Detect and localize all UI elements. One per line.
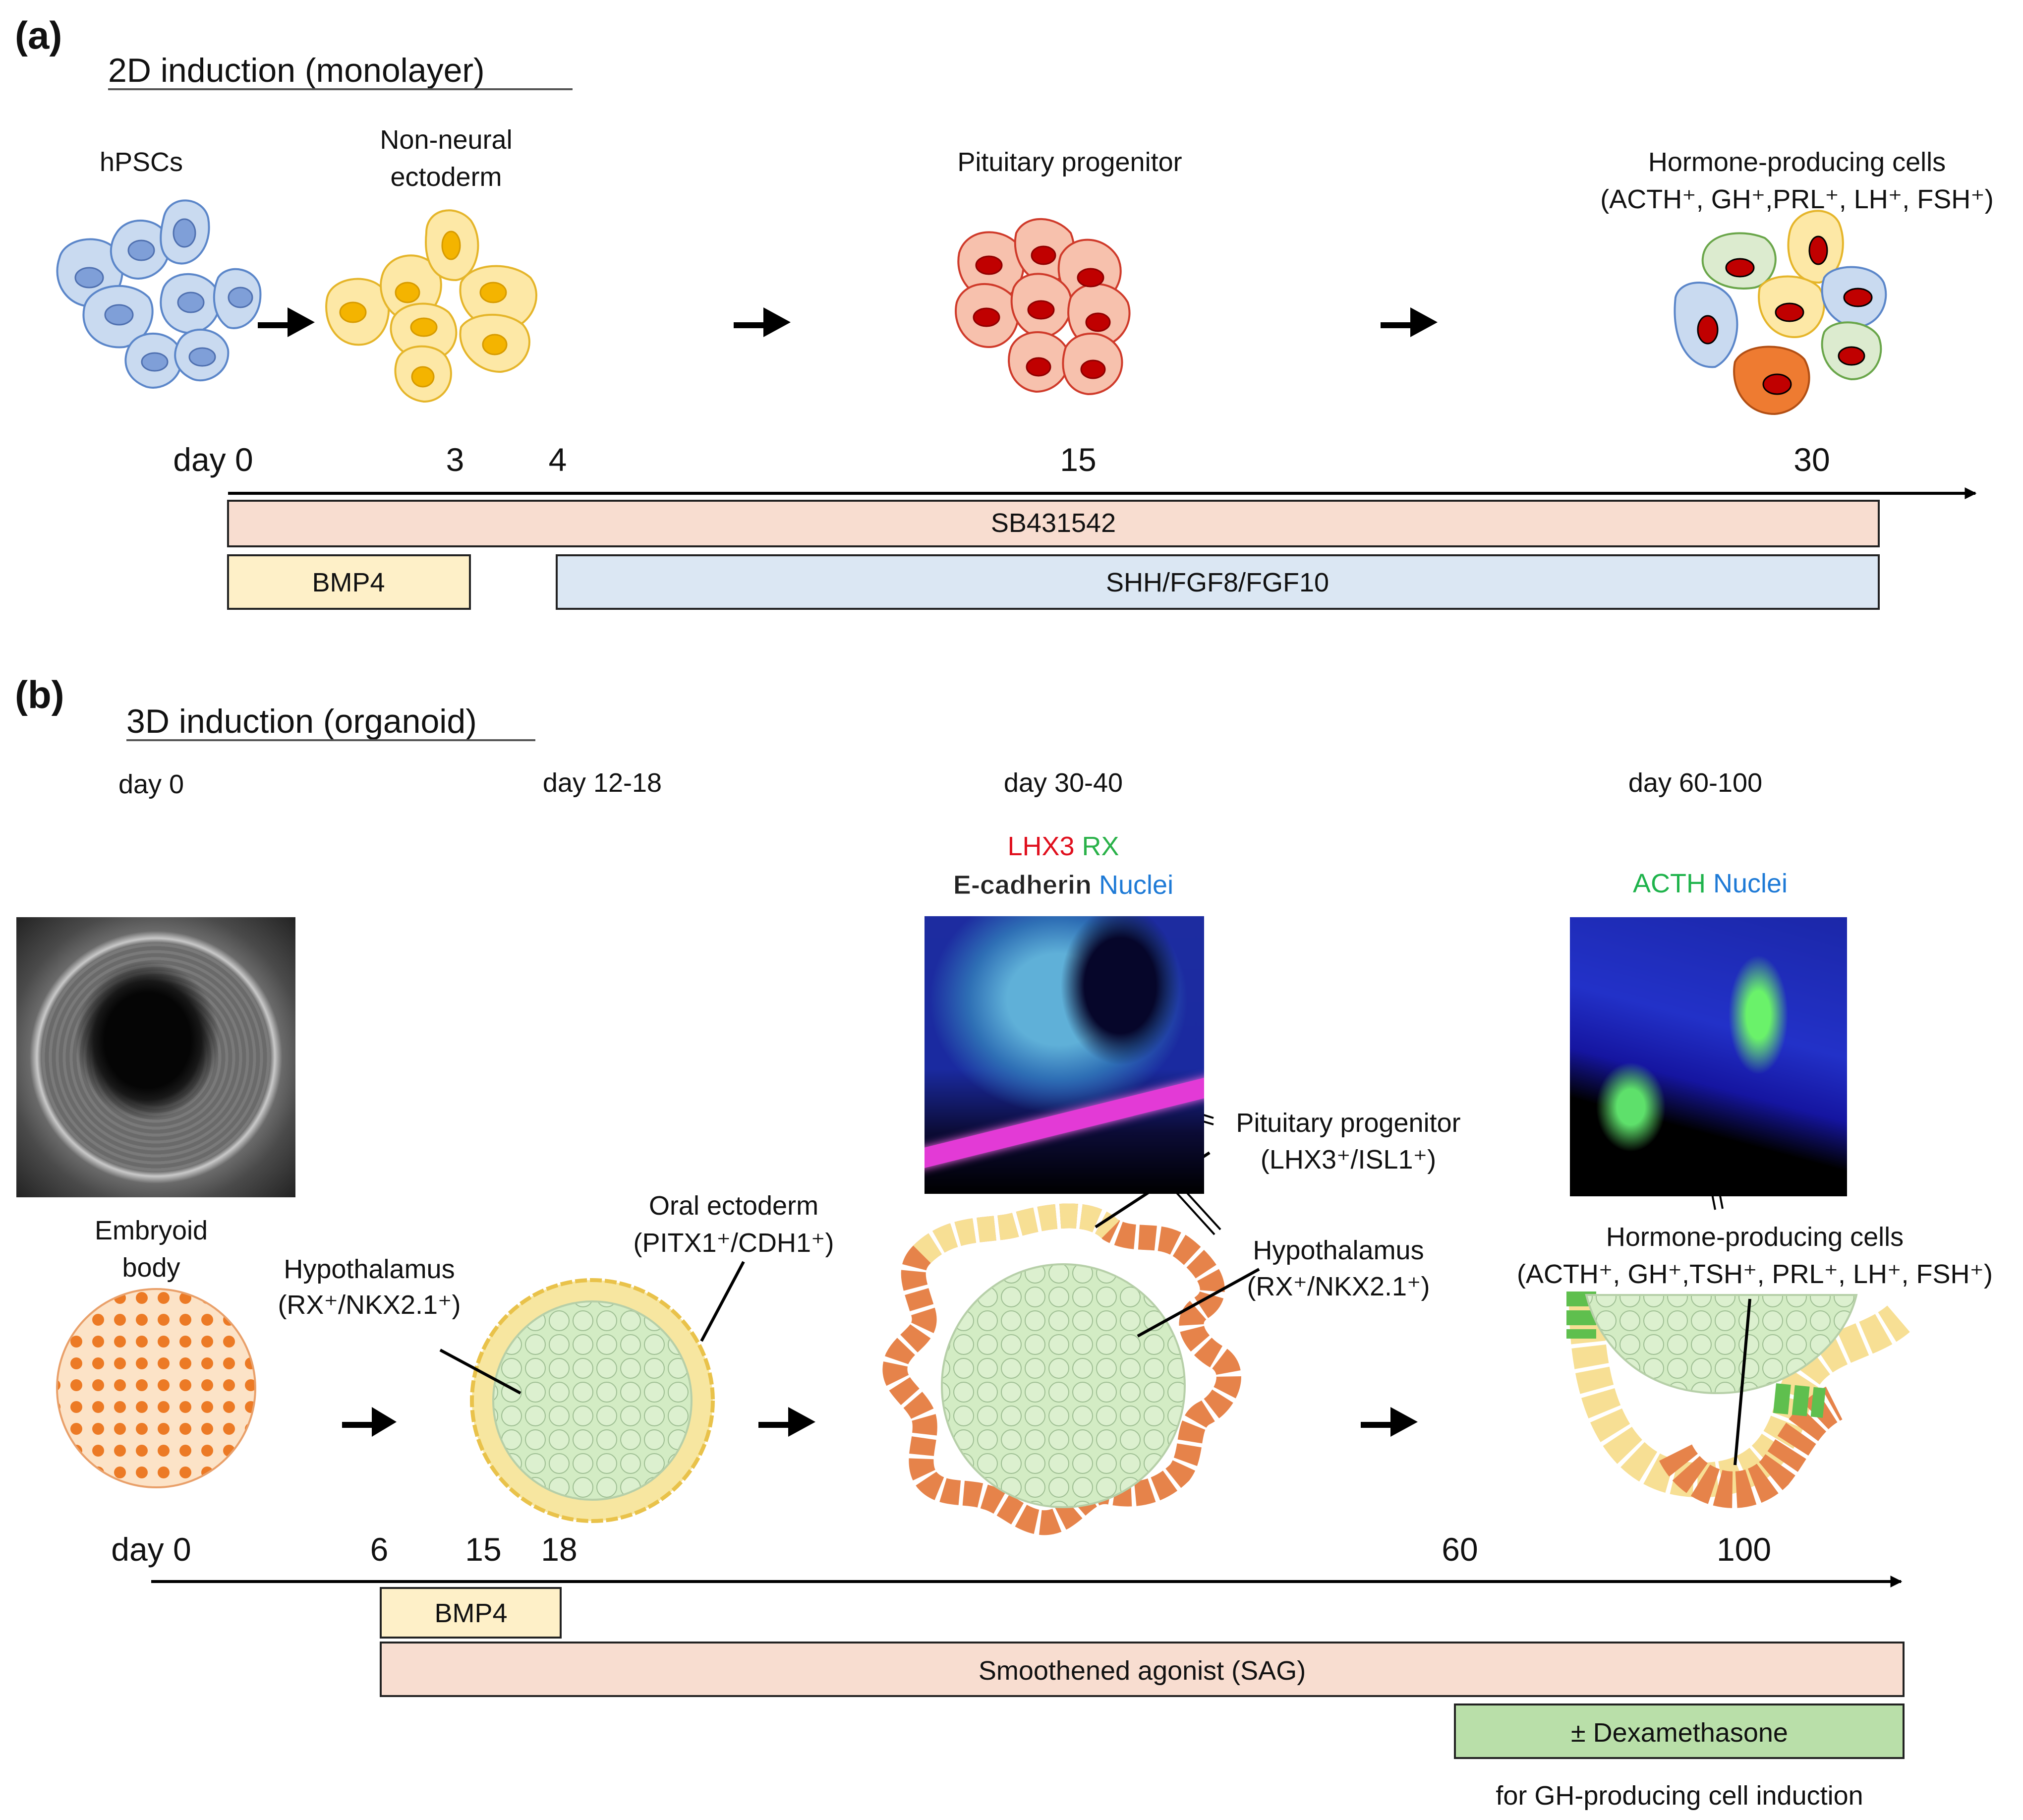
a-day-0: day 0 [173,441,253,478]
hypo1-pointer [439,1349,521,1395]
b-stage-day-30-40: day 30-40 [1004,768,1123,798]
hypo2-label-1: Hypothalamus [1253,1235,1424,1265]
stage-label-nne-2: ectoderm [390,162,502,192]
arrow-a3 [1381,307,1438,337]
b-stage-day-0: day 0 [118,769,184,799]
eb-illustration [56,1288,256,1488]
b-day-60: 60 [1442,1531,1478,1568]
sb431542-bar [227,500,1880,547]
shh-fgf-bar [556,554,1880,610]
panel-a-title: 2D induction (monolayer) [108,52,485,89]
organoid-3040 [882,1203,1241,1535]
eb-label-2: body [122,1253,180,1283]
sag-bar [380,1642,1905,1697]
bmp4-label-b: BMP4 [434,1598,507,1628]
dex-label: ± Dexamethasone [1571,1718,1788,1748]
hormone-label-1: Hormone-producing cells [1606,1222,1904,1252]
bmp4-label-a: BMP4 [312,568,385,597]
pit-cell-cluster [955,218,1131,396]
panel-b-label: (b) [15,673,64,716]
stain-ecad: E-cadherin [953,870,1092,900]
stain-acth: ACTH [1633,869,1706,898]
stain-legend-3040-bottom: E-cadherin Nuclei [953,870,1173,900]
stain-nuclei-3040: Nuclei [1099,870,1173,900]
hypo2-pointer [1137,1268,1260,1338]
stain-rx: RX [1082,831,1119,861]
a-day-3: 3 [446,441,464,478]
arrow-b1 [342,1407,397,1437]
oral-label-2: (PITX1⁺/CDH1⁺) [633,1228,834,1258]
a-day-15: 15 [1060,441,1096,478]
a-day-30: 30 [1793,441,1830,478]
hypo2-label-2: (RX⁺/NKX2.1⁺) [1247,1272,1430,1301]
stage-label-hpscs: hPSCs [100,147,183,177]
stain-lhx3: LHX3 [1007,831,1074,861]
immunofluorescence-3040-micrograph [925,916,1204,1194]
pit-label-1: Pituitary progenitor [1236,1108,1460,1138]
bmp4-bar-b [380,1587,562,1639]
hormone-pointer [1734,1298,1751,1466]
embryoid-body-micrograph [16,917,295,1197]
nne-cell-cluster [325,209,537,403]
immunofluorescence-60100-micrograph [1570,917,1847,1196]
stage-label-pit: Pituitary progenitor [957,147,1182,177]
shh-fgf-label: SHH/FGF8/FGF10 [1106,568,1329,597]
bmp4-bar-a [227,554,471,610]
oral-pointer [700,1261,745,1342]
arrow-a2 [734,307,791,337]
b-day-0: day 0 [111,1531,191,1568]
panel-a-label: (a) [15,13,62,57]
magenta-epithelium-band [925,1067,1204,1172]
stain-nuclei-60100: Nuclei [1713,869,1788,898]
stage-label-hormone-1: Hormone-producing cells [1648,147,1946,177]
pit-label-2: (LHX3⁺/ISL1⁺) [1261,1145,1436,1174]
hypo1-label-1: Hypothalamus [284,1254,455,1284]
arrow-a1 [258,307,315,337]
stage-label-nne-1: Non-neural [380,125,512,155]
b-stage-day-12-18: day 12-18 [543,768,662,798]
stain-legend-3040-top: LHX3 RX [1007,831,1119,861]
hpsc-cell-cluster [56,199,262,389]
organoid-60100 [1566,1292,1910,1508]
stain-legend-60100: ACTH Nuclei [1633,869,1788,898]
b-day-15: 15 [465,1531,501,1568]
b-day-100: 100 [1717,1531,1771,1568]
dex-bar [1454,1703,1905,1759]
panel-b-title: 3D induction (organoid) [126,703,477,740]
dex-footnote: for GH-producing cell induction [1496,1781,1863,1811]
hormone-cell-cluster [1674,210,1887,415]
eb-label-1: Embryoid [95,1216,208,1245]
b-stage-day-60-100: day 60-100 [1628,768,1762,798]
b-day-18: 18 [541,1531,577,1568]
sag-label: Smoothened agonist (SAG) [979,1656,1306,1686]
hormone-label-2: (ACTH⁺, GH⁺,TSH⁺, PRL⁺, LH⁺, FSH⁺) [1517,1259,1993,1289]
oral-label-1: Oral ectoderm [649,1191,818,1221]
organoid-1218 [470,1278,715,1523]
stage-label-hormone-2: (ACTH⁺, GH⁺,PRL⁺, LH⁺, FSH⁺) [1600,184,1994,214]
hypo1-label-2: (RX⁺/NKX2.1⁺) [278,1290,461,1320]
arrow-b3 [1361,1407,1418,1437]
arrow-b2 [758,1407,815,1437]
sb431542-label: SB431542 [991,508,1116,538]
b-day-6: 6 [370,1531,389,1568]
a-day-4: 4 [549,441,567,478]
